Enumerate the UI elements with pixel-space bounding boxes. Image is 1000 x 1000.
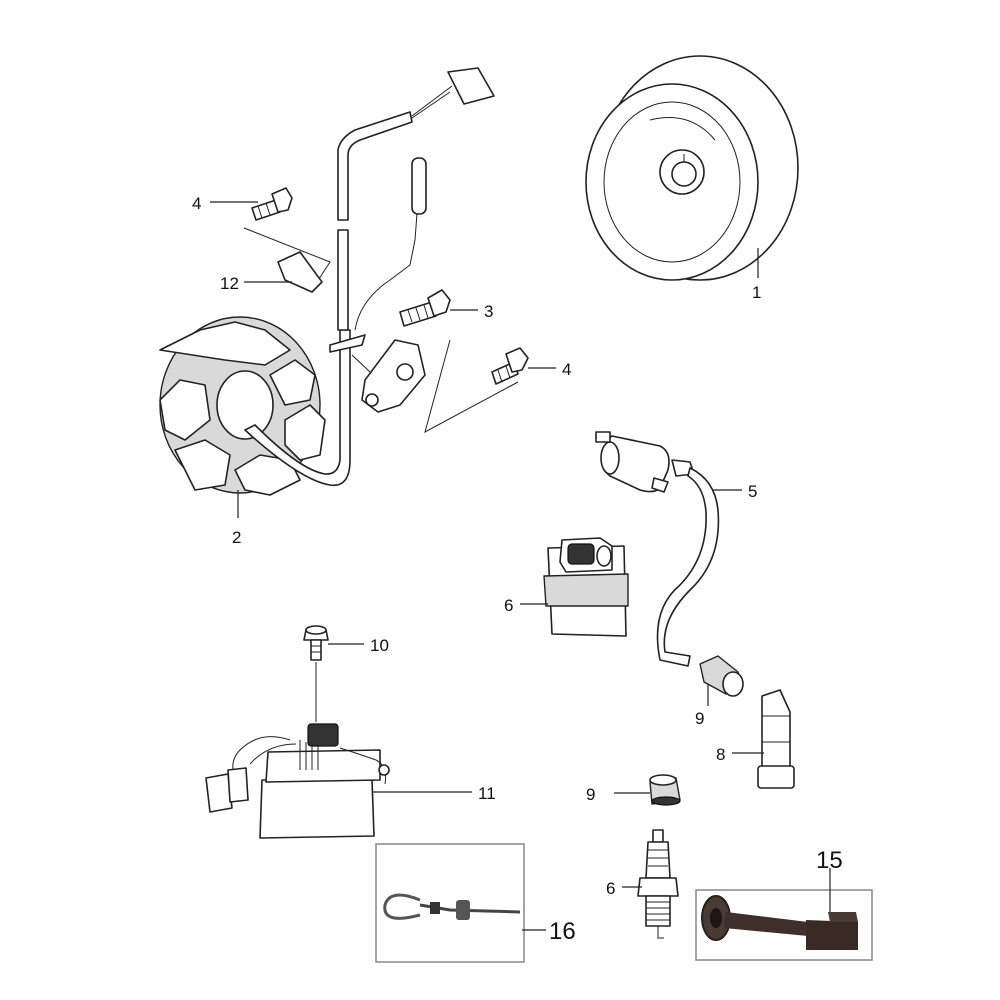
assembly-guide-line-4	[243, 227, 331, 286]
cdi-unit-part	[543, 537, 629, 637]
callout-9: 9	[586, 785, 595, 804]
callout-2: 2	[232, 528, 241, 547]
pickup-coil-part	[351, 339, 426, 413]
part-15-photo-inset	[695, 889, 873, 961]
callout-11: 10	[370, 636, 389, 655]
callout-3: 3	[484, 302, 493, 321]
spark-plug-part	[637, 829, 679, 939]
stator-wire-harness	[244, 67, 495, 487]
ignition-coil-part	[595, 431, 720, 667]
grommet-10-part	[699, 655, 744, 697]
flywheel-rotor-part	[585, 55, 799, 281]
bolt-3-part	[399, 289, 451, 327]
callout-16: 16	[549, 918, 576, 945]
woodruff-key-13-part	[277, 251, 323, 293]
callout-6: 6	[504, 596, 513, 615]
callout-5: 5	[748, 482, 757, 501]
callout-8: 8	[716, 745, 725, 764]
bolt-11-part	[303, 625, 329, 661]
callout-4b: 4	[562, 360, 571, 379]
screw-4-right-part	[491, 347, 529, 385]
callout-4a: 4	[192, 194, 201, 213]
callout-15: 15	[816, 847, 843, 874]
part-16-photo-inset	[375, 843, 525, 963]
spark-plug-cap-part	[757, 689, 795, 789]
callout-12: 11	[478, 784, 496, 803]
callout-1: 1	[752, 283, 761, 302]
callout-10: 9	[695, 709, 704, 728]
callout-13: 12	[220, 274, 239, 293]
regulator-rectifier-part	[205, 723, 390, 839]
callout-7: 6	[606, 879, 615, 898]
rubber-cap-9-part	[649, 774, 681, 806]
assembly-guide-line	[424, 339, 519, 433]
screw-4-top-part	[251, 187, 293, 221]
